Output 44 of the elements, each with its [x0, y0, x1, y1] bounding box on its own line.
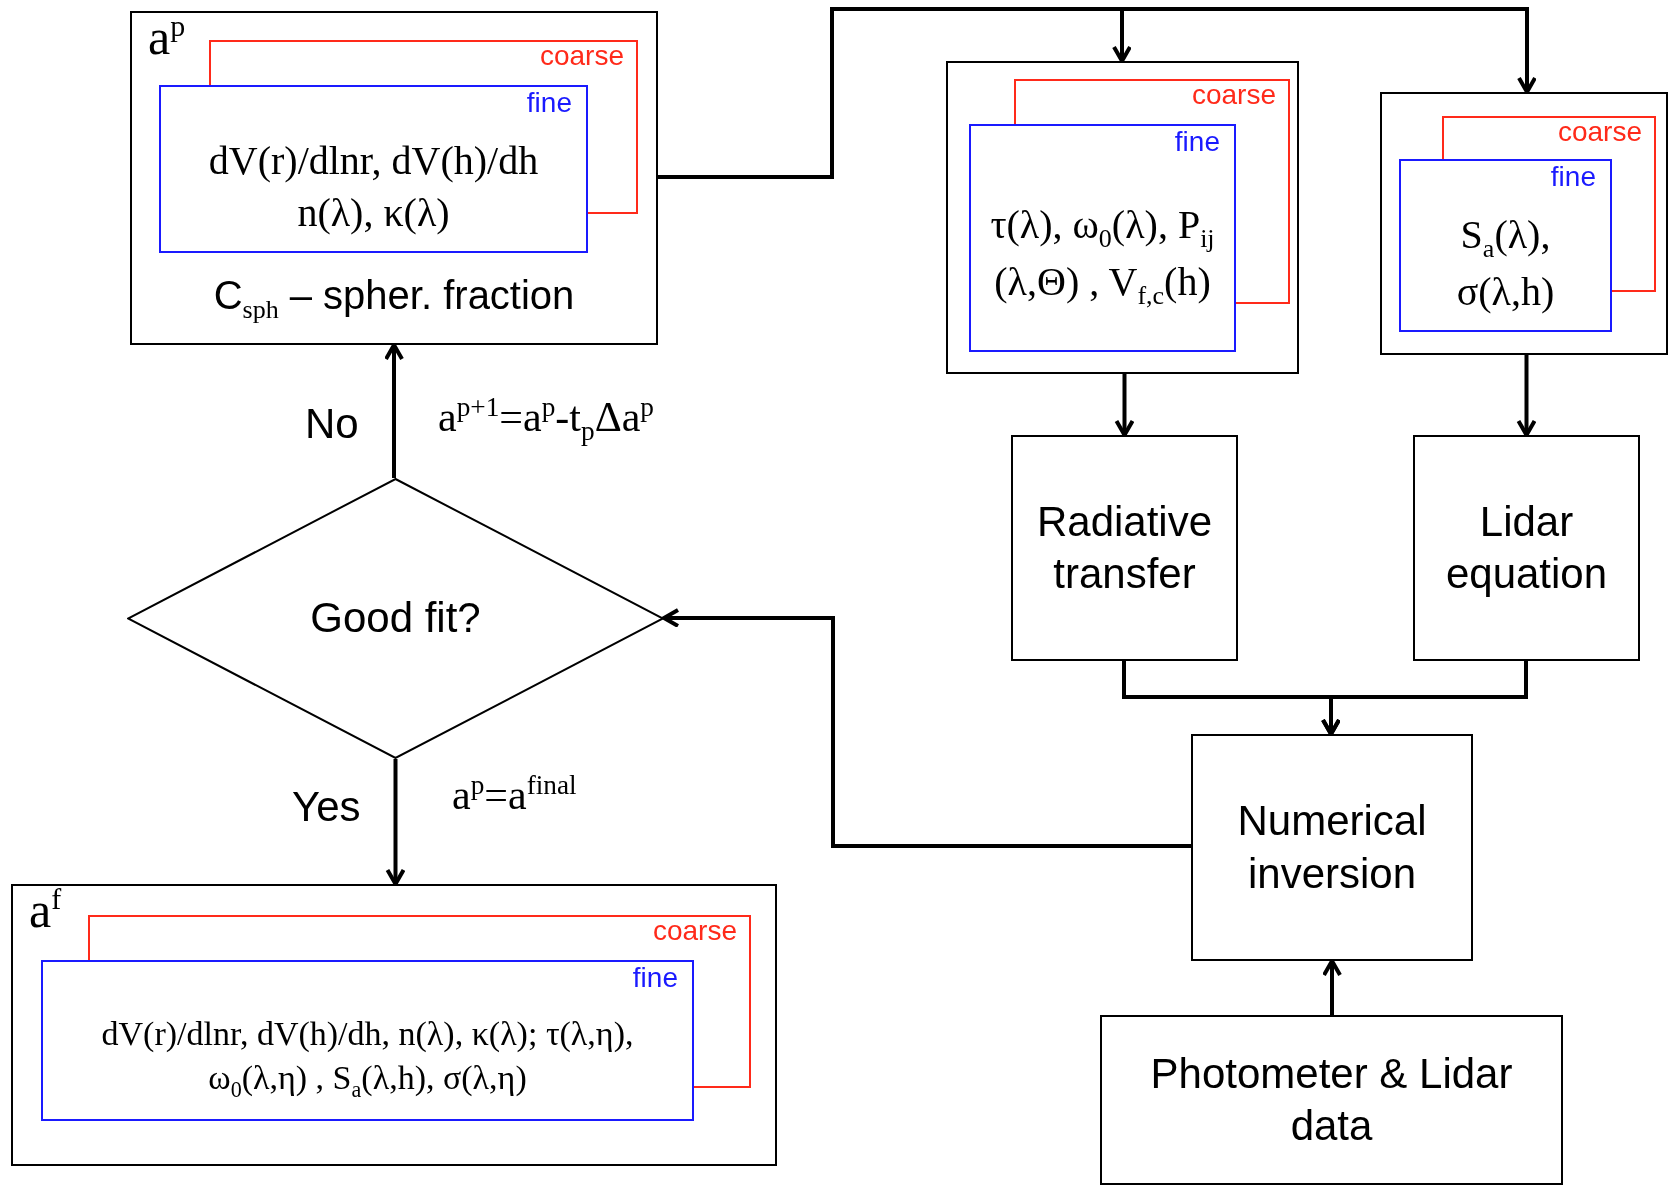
- panel-note: C$_{sph}$ – spher. fraction: [212, 273, 576, 325]
- parameter-text: τ(λ), ω$_{0}$(λ), P$_{ij}$ (λ,Θ) , V$_{f,c}$(h): [989, 201, 1216, 312]
- process-box: [1191, 734, 1473, 961]
- box-text: Numerical inversion: [1236, 796, 1428, 899]
- arrow: [384, 343, 404, 478]
- edge-label: Yes: [292, 783, 361, 831]
- fine-box: [969, 124, 1236, 352]
- process-box: [1100, 1015, 1563, 1185]
- fine-box: [159, 85, 588, 253]
- box-tag: fine: [632, 962, 678, 994]
- decision-diamond: [127, 478, 664, 759]
- arrow: [1516, 355, 1537, 437]
- arrow: [662, 608, 1191, 848]
- box-text: Radiative transfer: [1035, 496, 1214, 599]
- process-box: [1413, 435, 1640, 661]
- box-tag: coarse: [1191, 79, 1276, 111]
- panel-box: [1380, 92, 1668, 355]
- arrow: [1322, 959, 1342, 1015]
- parameter-text: S$_{a}$(λ), σ(λ,h): [1455, 211, 1556, 316]
- panel-heading: a$^{f}$: [29, 882, 62, 938]
- panel-heading: a$^{p}$: [148, 9, 186, 65]
- parameter-text: dV(r)/dlnr, dV(h)/dh n(λ), κ(λ): [207, 137, 540, 237]
- box-tag: coarse: [652, 915, 737, 947]
- arrow: [1114, 374, 1135, 437]
- box-tag: coarse: [539, 40, 624, 72]
- box-text: Lidar equation: [1444, 496, 1609, 599]
- panel-box: [11, 884, 777, 1166]
- box-tag: coarse: [1557, 116, 1642, 148]
- edge-label: No: [305, 400, 359, 448]
- box-tag: fine: [526, 87, 572, 119]
- parameter-text: dV(r)/dlnr, dV(h)/dh, n(λ), κ(λ); τ(λ,η), ω$_{0}$(λ,η) , S$_{a}$(λ,h), σ(λ,η): [100, 1014, 635, 1105]
- box-text: Photometer & Lidar data: [1149, 1048, 1514, 1151]
- panel-box: [130, 11, 658, 345]
- formula-text: a$^{p}$=a$^{final}$: [452, 770, 577, 819]
- box-tag: fine: [1174, 126, 1220, 158]
- box-tag: fine: [1550, 161, 1596, 193]
- formula-text: a$^{p+1}$=a$^{p}$-t$_{p}$Δa$^{p}$: [438, 392, 654, 448]
- process-box: [1011, 435, 1238, 661]
- arrow: [385, 759, 406, 886]
- arrow: [1321, 661, 1528, 736]
- box-text: Good fit?: [309, 593, 482, 644]
- fine-box: [1399, 159, 1612, 332]
- panel-box: [946, 61, 1299, 374]
- fine-box: [41, 960, 694, 1121]
